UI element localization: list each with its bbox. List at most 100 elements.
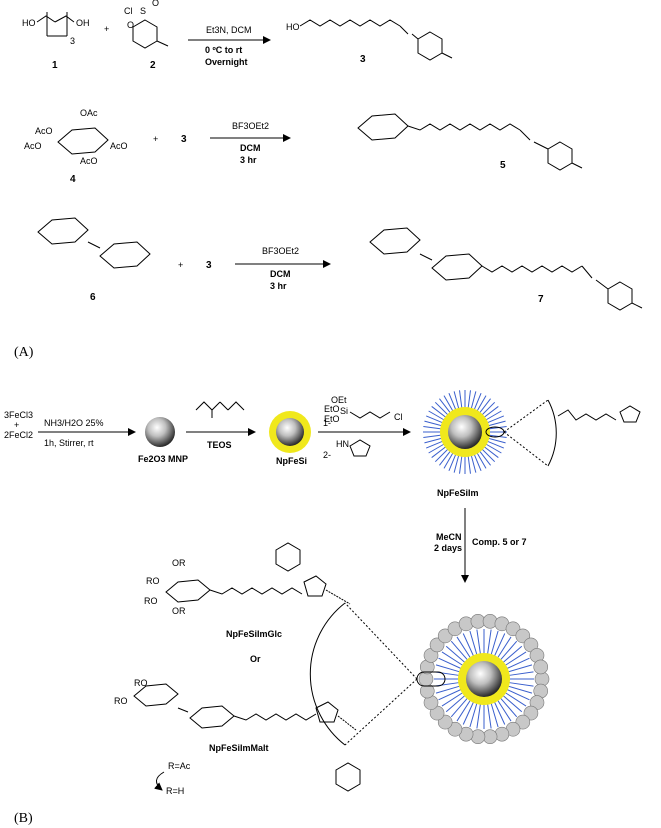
surface-ligand: [453, 455, 460, 473]
repeat-subscript: 3: [70, 36, 75, 46]
ac-label-4a: OAc: [80, 108, 98, 118]
reaction-2-time: 3 hr: [240, 155, 257, 165]
ac-label-4b: AcO: [35, 126, 53, 136]
surface-ligand: [473, 393, 482, 411]
surface-ligand: [490, 702, 499, 728]
surface-ligand: [456, 636, 471, 659]
surface-ligand: [445, 694, 466, 713]
surface-ligand: [459, 455, 463, 474]
fe2o3-mnp-label: Fe2O3 MNP: [138, 454, 188, 464]
surface-ligand: [470, 391, 477, 409]
siloxane-linker: [557, 409, 617, 421]
compound-7-number: 7: [538, 294, 544, 305]
surface-ligand: [493, 701, 506, 725]
step-1-conditions: 1h, Stirrer, rt: [44, 438, 94, 448]
surface-ligand: [443, 452, 454, 469]
nanoparticle-synthesis: 3FeCl3 + 2FeCl2 NH3/H2O 25% 1h, Stirrer,…: [4, 395, 411, 466]
surface-ligand: [441, 692, 464, 707]
panel-a-label: (A): [14, 345, 34, 360]
surface-ligand: [470, 455, 477, 473]
ac-label-4e: AcO: [80, 156, 98, 166]
npfesiim-label: NpFeSiIm: [437, 488, 479, 498]
surface-ligand: [438, 688, 462, 701]
surface-ligand: [476, 703, 481, 729]
fecl2-label: 2FeCl2: [4, 430, 33, 440]
malt-conjugate: RO RO NpFeSiImMalt R=Ac R=H: [114, 678, 361, 796]
surface-ligand: [448, 393, 457, 411]
teos-structure: [195, 401, 245, 418]
surface-ligand: [476, 395, 487, 412]
surface-ligand: [507, 664, 533, 673]
oh-label: OH: [76, 18, 90, 28]
surface-ligand: [467, 390, 471, 409]
ac-label-4d: AcO: [110, 141, 128, 151]
surface-ligand: [453, 391, 460, 409]
surface-ligand: [443, 395, 454, 412]
imidazolium-ring-1: [303, 575, 327, 597]
imidazole-ring: [349, 439, 371, 457]
surface-ligand: [502, 645, 523, 664]
surface-ligand: [435, 685, 461, 694]
surface-ligand: [479, 450, 491, 466]
glycan-headgroup: [482, 614, 498, 629]
ro-2: RO: [144, 596, 158, 606]
glyco-nanoparticle: [309, 602, 550, 746]
r-h-label: R=H: [166, 786, 184, 796]
silane-eto-2: EtO: [324, 414, 340, 424]
surface-ligand: [483, 406, 499, 418]
surface-ligand: [476, 452, 487, 469]
final-core: [466, 661, 502, 697]
compound-3-number: 3: [360, 54, 366, 65]
reaction-2-solvent: DCM: [240, 143, 261, 153]
reaction-3-solvent: DCM: [270, 269, 291, 279]
surface-ligand: [448, 453, 457, 471]
npfesi-core: [276, 418, 304, 446]
zoom-arc-1: [547, 399, 557, 467]
surface-ligand: [485, 443, 502, 454]
fecl3-label: 3FeCl3: [4, 410, 33, 420]
reactant-4-glucose-pentaacetate: OAc AcO AcO AcO AcO 4: [24, 108, 128, 185]
product-5: 5: [357, 113, 583, 171]
ho-label: HO: [22, 18, 36, 28]
reaction-3: 6 + 3 BF3OEt2 DCM 3 hr 7: [37, 217, 643, 311]
surface-ligand: [450, 697, 469, 718]
glc-conjugate: OR RO RO OR NpFeSiImGlc: [144, 542, 351, 639]
surface-ligand: [462, 701, 475, 725]
plus-sign-3: +: [178, 260, 183, 270]
step-1-reagent: NH3/H2O 25%: [44, 418, 104, 428]
surface-ligand: [490, 630, 499, 656]
product-ho-label: HO: [286, 22, 300, 32]
silane-oet: OEt: [331, 395, 347, 405]
glycan-headgroup: [533, 659, 549, 675]
silane-si: Si: [340, 406, 348, 416]
surface-ligand: [508, 682, 534, 687]
surface-ligand: [431, 406, 447, 418]
surface-ligand: [499, 640, 518, 661]
glycan-headgroup: [494, 726, 510, 742]
deacetylation-arrow: [154, 771, 165, 791]
or-label: Or: [250, 654, 261, 664]
surface-ligand: [456, 699, 471, 722]
ro-4: RO: [114, 696, 128, 706]
fe2o3-nanoparticle: [145, 417, 175, 447]
step-3-1: 1-: [323, 418, 331, 428]
step-4-time: 2 days: [434, 543, 462, 553]
surface-ligand: [426, 415, 444, 424]
reaction-1-temperature: 0 ºC to rt: [205, 45, 242, 55]
npfesiim-particle: NpFeSiIm: [423, 390, 641, 498]
imidazole-end-1: [619, 405, 641, 423]
surface-ligand: [428, 443, 445, 454]
surface-ligand: [507, 685, 533, 694]
reaction-2-reagent: BF3OEt2: [232, 121, 269, 131]
reaction-3-time: 3 hr: [270, 281, 287, 291]
step-4-solvent: MeCN: [436, 532, 462, 542]
propyl-chain: [349, 411, 391, 419]
surface-ligand: [488, 420, 506, 427]
tosylate-ring-2: [335, 762, 361, 792]
surface-ligand: [469, 630, 478, 656]
surface-ligand: [476, 629, 481, 655]
surface-ligand: [497, 699, 512, 722]
compound-1-number: 1: [52, 60, 58, 71]
panel-b-label: (B): [14, 811, 33, 826]
